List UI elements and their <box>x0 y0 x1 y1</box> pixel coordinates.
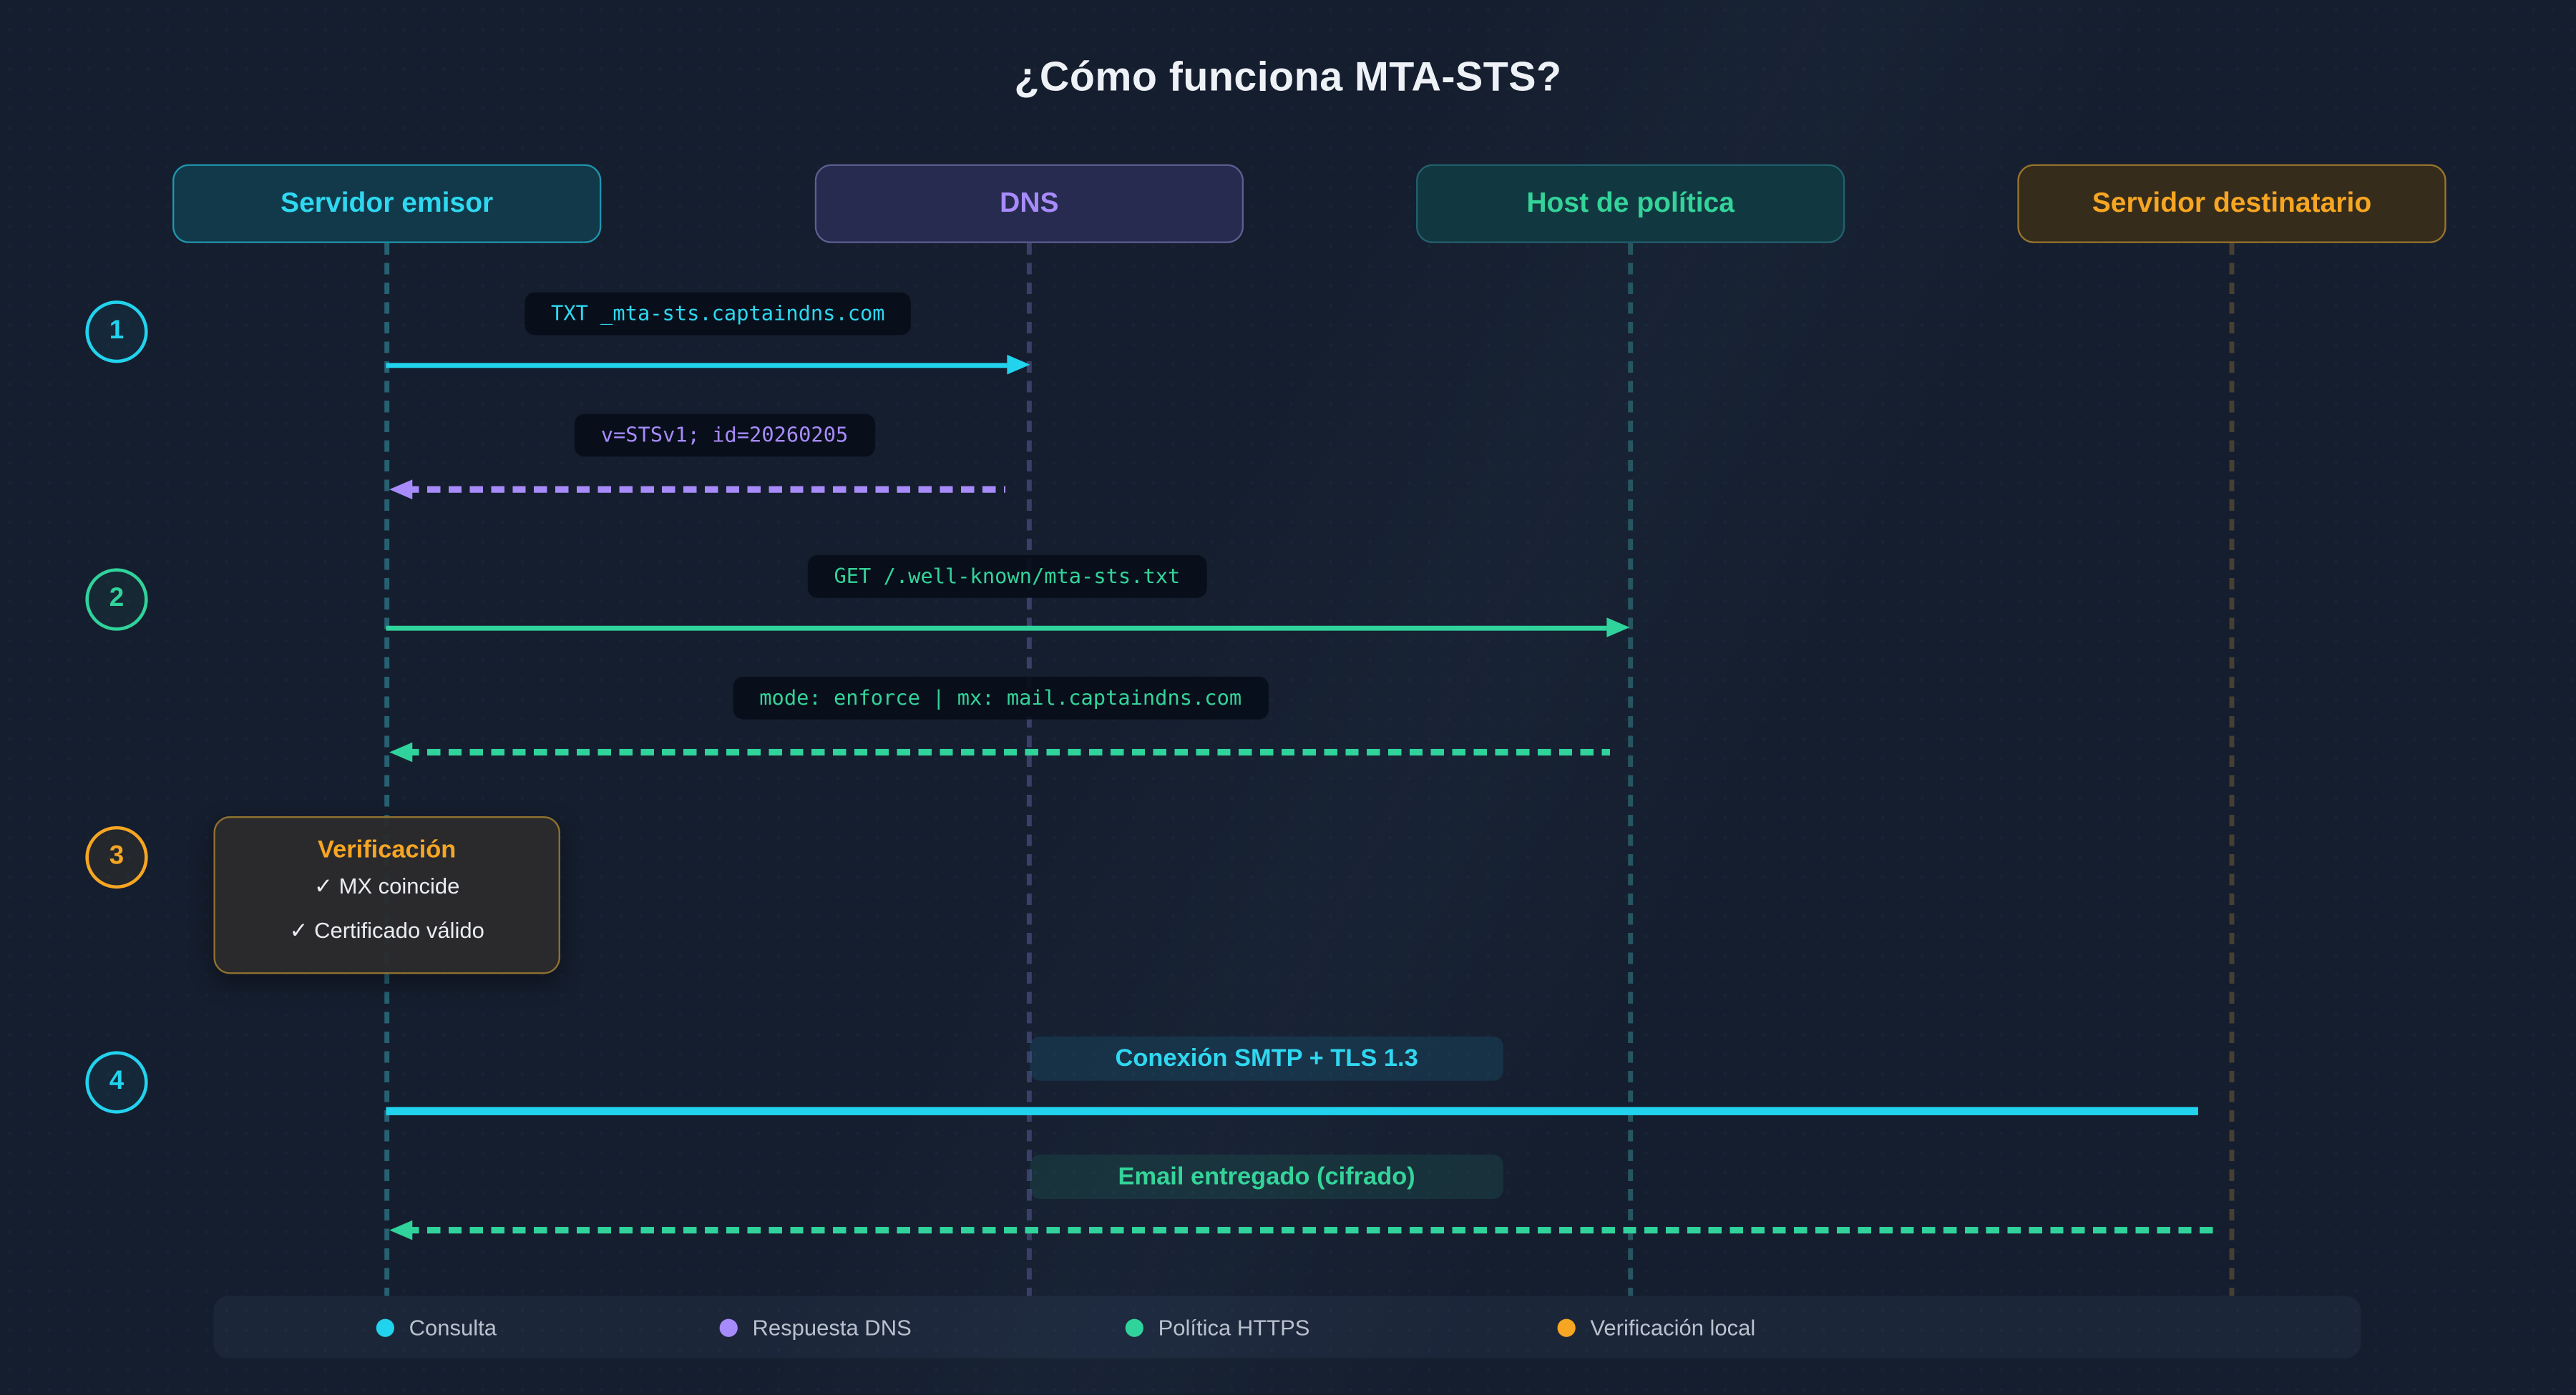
lifeline-servidor-destinatario <box>2229 243 2234 1296</box>
step-number: 2 <box>109 584 125 613</box>
message-email-delivered: Email entregado (cifrado) <box>1030 1155 1503 1200</box>
lifeline-host-de-politica <box>1628 243 1632 1296</box>
arrow-policy-response <box>406 748 1610 755</box>
arrow-policy-request <box>386 625 1607 630</box>
arrowhead-left-icon <box>389 479 413 499</box>
legend-dot-green-icon <box>1125 1318 1143 1336</box>
step-number: 3 <box>109 842 125 871</box>
actor-label: Host de política <box>1526 187 1735 219</box>
arrowhead-right-icon <box>1007 354 1030 375</box>
arrow-dns-query <box>386 363 1008 368</box>
verification-box: Verificación ✓ MX coincide ✓ Certificado… <box>213 816 560 974</box>
message-policy-response: mode: enforce | mx: mail.captaindns.com <box>733 676 1268 720</box>
message-policy-request: GET /.well-known/mta-sts.txt <box>807 555 1207 598</box>
step-badge-4: 4 <box>85 1051 148 1114</box>
legend-item-politica-https: Política HTTPS <box>1125 1296 1310 1358</box>
step-badge-2: 2 <box>85 568 148 631</box>
verification-check-cert: ✓ Certificado válido <box>289 918 484 943</box>
step-number: 1 <box>109 317 125 346</box>
legend-label: Consulta <box>409 1314 497 1340</box>
lifeline-dns <box>1026 243 1031 1296</box>
message-smtp-connection: Conexión SMTP + TLS 1.3 <box>1030 1036 1503 1081</box>
actor-servidor-emisor: Servidor emisor <box>172 164 602 243</box>
verification-title: Verificación <box>318 836 457 864</box>
arrowhead-left-icon <box>389 1220 413 1240</box>
actor-host-de-politica: Host de política <box>1416 164 1845 243</box>
legend-dot-cyan-icon <box>376 1318 395 1336</box>
legend-dot-purple-icon <box>719 1318 738 1336</box>
legend-item-consulta: Consulta <box>376 1296 497 1358</box>
legend-label: Política HTTPS <box>1158 1314 1310 1340</box>
legend-item-respuesta-dns: Respuesta DNS <box>719 1296 912 1358</box>
arrowhead-right-icon <box>1606 617 1630 637</box>
actor-dns: DNS <box>814 164 1244 243</box>
arrow-dns-response <box>406 486 1006 492</box>
lifeline-servidor-emisor <box>384 243 389 1296</box>
legend-label: Respuesta DNS <box>752 1314 912 1340</box>
legend-bar <box>213 1296 2361 1359</box>
legend-dot-orange-icon <box>1557 1318 1576 1336</box>
step-badge-1: 1 <box>85 300 148 363</box>
arrow-smtp-connection <box>386 1107 2198 1115</box>
actor-label: DNS <box>1000 187 1059 219</box>
step-badge-3: 3 <box>85 826 148 889</box>
actor-servidor-destinatario: Servidor destinatario <box>2017 164 2446 243</box>
actor-label: Servidor emisor <box>280 187 494 219</box>
legend-label: Verificación local <box>1590 1314 1756 1340</box>
page-title: ¿Cómo funciona MTA-STS? <box>1014 54 1562 101</box>
arrowhead-left-icon <box>389 742 413 763</box>
message-dns-response: v=STSv1; id=20260205 <box>574 413 875 457</box>
arrow-email-delivered <box>406 1227 2218 1233</box>
actor-label: Servidor destinatario <box>2092 187 2372 219</box>
legend-item-verificacion-local: Verificación local <box>1557 1296 1756 1358</box>
verification-check-mx: ✓ MX coincide <box>313 873 460 899</box>
step-number: 4 <box>109 1067 125 1096</box>
message-dns-query: TXT _mta-sts.captaindns.com <box>525 292 912 336</box>
